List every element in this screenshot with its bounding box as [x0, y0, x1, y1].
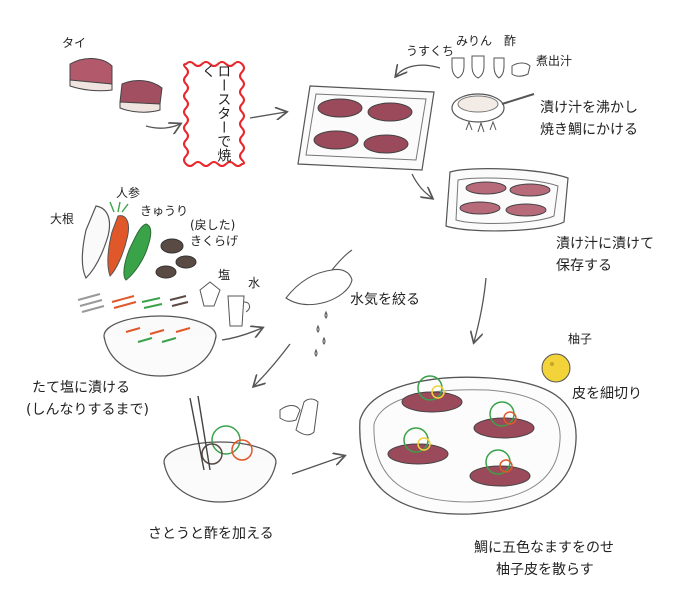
- mixing-bowl: [163, 395, 277, 503]
- arrow-to-roaster: [145, 124, 180, 128]
- roaster-step-box: ロースターで焼く: [186, 64, 244, 164]
- vegetables: [81, 201, 197, 281]
- store-line1: 漬け汁に漬けて: [556, 236, 654, 252]
- arrow-to-tray1: [249, 112, 286, 118]
- roaster-label: ロースターで焼く: [200, 64, 232, 162]
- fish-with-namasu: [387, 375, 535, 487]
- saucepan-on-flame: [451, 93, 535, 133]
- carrot-drawing: [107, 215, 129, 277]
- kikurage-drawing: [155, 238, 197, 279]
- serving-plate: [359, 375, 577, 515]
- final-line2: 柚子皮を散らす: [496, 562, 594, 578]
- mizu-label: 水: [248, 276, 261, 290]
- nidashijiru-label: 煮出汁: [536, 54, 573, 68]
- tai-label: タイ: [62, 36, 87, 50]
- tray-with-fish: [297, 85, 435, 171]
- kikurage-line2: きくらげ: [190, 234, 239, 248]
- squeeze-label: 水気を絞る: [350, 292, 420, 308]
- daikon-drawing: [81, 205, 111, 280]
- seasoning-bottles: [451, 55, 531, 79]
- squeezing-hand: [285, 249, 353, 357]
- kikurage-line1: (戻した): [190, 218, 236, 232]
- sugar-vinegar-bottles: [279, 398, 319, 436]
- salt-and-water: [199, 281, 251, 327]
- store-line2: 保存する: [556, 258, 612, 274]
- daikon-label: 大根: [50, 212, 75, 226]
- tai-fillets: [69, 58, 163, 113]
- final-line1: 鯛に五色なますをのせ: [474, 540, 614, 556]
- kyuuri-label: きゅうり: [140, 204, 189, 218]
- mirin-label: みりん: [456, 34, 493, 48]
- usukuchi-label: うすくち: [406, 44, 455, 58]
- cucumber-drawing: [123, 223, 152, 281]
- ninjin-label: 人参: [116, 186, 141, 200]
- arrow-mix-to-plate: [291, 456, 344, 475]
- yuzu-drawing: [541, 353, 571, 383]
- su-label: 酢: [504, 34, 517, 48]
- salting-bowl: [103, 315, 217, 377]
- tray-marinating: [445, 168, 569, 232]
- yuzu-peel-label: 皮を細切り: [572, 386, 642, 402]
- julienned-strips: [77, 293, 189, 313]
- tateshio-line2: (しんなりするまで): [26, 402, 149, 418]
- roaster-wavy-border: [183, 61, 245, 167]
- arrow-to-mixing: [254, 343, 291, 386]
- arrow-to-squeeze: [221, 328, 262, 341]
- add-sugar-vinegar-label: さとうと酢を加える: [148, 526, 274, 542]
- boil-marinade-line1: 漬け汁を沸かし: [540, 100, 638, 116]
- arrow-to-tray2: [411, 173, 432, 198]
- arrow-marinade-to-tray: [396, 65, 441, 76]
- shio-label: 塩: [218, 268, 231, 282]
- yuzu-label: 柚子: [568, 332, 593, 346]
- boil-marinade-line2: 焼き鯛にかける: [540, 122, 638, 138]
- arrow-to-plate: [474, 277, 487, 342]
- tateshio-line1: たて塩に漬ける: [32, 380, 130, 396]
